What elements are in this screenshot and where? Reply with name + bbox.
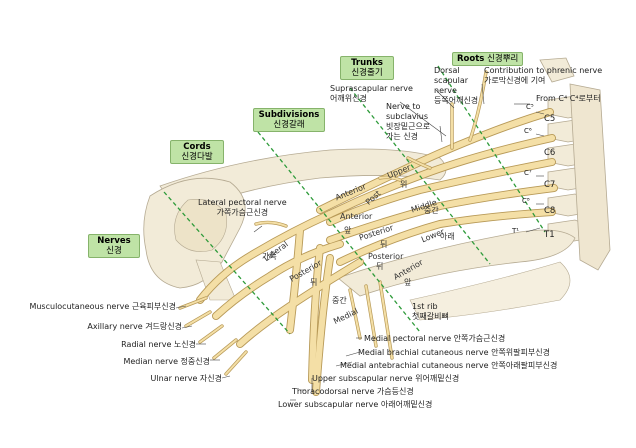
region-divider-lines (163, 65, 546, 335)
root-c6: C6 (544, 148, 556, 158)
nerve-label-musculocutaneous: Musculocutaneous nerve 근육피부신경 (29, 302, 176, 311)
anterior-division-lower-korean: 앞 (404, 278, 412, 287)
posterior-division-lower-label: Posterior (368, 252, 404, 261)
suprascapular-line2: 어깨위신경 (330, 94, 367, 103)
root-c8: C8 (544, 206, 556, 216)
middle-trunk-korean: 중간 (424, 206, 439, 215)
subclavius-label: Nerve to subclavius 빗장밑근으로 가는 신경 (386, 102, 430, 142)
nerve-label-median: Median nerve 정중신경 (123, 357, 210, 366)
dorsal-scapular-line4: 등쪽어깨신경 (434, 96, 479, 105)
cords-korean: 신경다발 (181, 152, 213, 162)
subdivisions-title: Subdivisions (258, 110, 320, 120)
dorsal-scapular-label: Dorsal scapular nerve 등쪽어깨신경 (434, 66, 478, 106)
roots-title: Roots (457, 54, 485, 64)
dorsal-scapular-line3: nerve (434, 86, 457, 95)
trunks-korean: 신경줄기 (351, 68, 383, 78)
suprascapular-label: Suprascapular nerve 어깨위신경 (330, 84, 413, 104)
nerves-title: Nerves (97, 236, 131, 246)
subdivisions-korean: 신경갈래 (273, 120, 305, 130)
from-c4-label: From C⁴ C⁴로부터 (536, 94, 601, 103)
medial-cord-korean: 중간 (332, 296, 347, 305)
nerve-label-thoracodorsal: Thoracodorsal nerve 가슴등신경 (292, 387, 414, 396)
phrenic-label: Contribution to phrenic nerve 가로막신경에 기여 (484, 66, 602, 86)
nerve-label-medial-pectoral: Medial pectoral nerve 안쪽가슴근신경 (364, 334, 506, 343)
root-t1: T1 (544, 230, 555, 240)
root-c5-small: C⁵ (526, 103, 534, 111)
vertebral-column (539, 57, 611, 271)
phrenic-line1: Contribution to phrenic nerve (484, 66, 603, 75)
lateral-pectoral-label: Lateral pectoral nerve 가쪽가슴근신경 (198, 198, 287, 218)
posterior-cord-korean: 뒤 (310, 278, 318, 287)
upper-trunk-korean: 위 (400, 180, 408, 189)
nerve-label-axillary: Axillary nerve 겨드랑신경 (87, 322, 182, 331)
roots-korean: 신경뿌리 (487, 54, 519, 64)
lateral-cord-korean: 가쪽 (262, 252, 277, 261)
first-rib-line1: 1st rib (412, 302, 438, 311)
dorsal-scapular-line2: scapular (434, 76, 469, 85)
dorsal-scapular-line1: Dorsal (434, 66, 460, 75)
suprascapular-line1: Suprascapular nerve (330, 84, 413, 93)
nerve-label-ulnar: Ulnar nerve 자신경 (150, 374, 222, 383)
nerve-label-lower-subscapular: Lower subscapular nerve 아래어깨밑신경 (278, 400, 433, 409)
lateral-pectoral-line2: 가쪽가슴근신경 (216, 208, 269, 217)
lateral-pectoral-line1: Lateral pectoral nerve (198, 198, 287, 207)
leader-lines (175, 83, 545, 401)
nerve-label-medial-antebrachial-cutaneous: Medial antebrachial cutaneous nerve 안쪽아래… (340, 361, 558, 370)
nerve-label-radial: Radial nerve 노신경 (121, 340, 196, 349)
lower-trunk-korean: 아래 (440, 232, 455, 241)
cords-title: Cords (183, 142, 211, 152)
nerves-korean: 신경 (106, 246, 122, 256)
first-rib-line2: 첫째갈비뼈 (412, 312, 449, 321)
root-t1-small: T¹ (512, 227, 520, 235)
nerve-label-upper-subscapular: Upper subscapular nerve 위어깨밑신경 (312, 374, 460, 383)
root-c6-small: C⁶ (524, 127, 532, 135)
trunks-title: Trunks (351, 58, 383, 68)
anterior-division-middle-korean: 앞 (344, 226, 352, 235)
subclavius-line1: Nerve to (386, 102, 421, 111)
root-c8-small: C⁸ (522, 197, 530, 205)
root-c7: C7 (544, 180, 556, 190)
phrenic-line2: 가로막신경에 기여 (484, 76, 546, 85)
anterior-division-middle-label: Anterior (340, 212, 373, 221)
first-rib-shape (337, 229, 576, 297)
subclavius-line3: 빗장밑근으로 (386, 122, 431, 131)
root-c7-small: C⁷ (524, 169, 532, 177)
nerve-label-medial-brachial-cutaneous: Medial brachial cutaneous nerve 안쪽위팔피부신경 (358, 348, 550, 357)
subclavius-line4: 가는 신경 (386, 132, 418, 141)
root-c5: C5 (544, 114, 556, 124)
posterior-division-middle-korean: 뒤 (380, 240, 388, 249)
posterior-division-lower-korean: 뒤 (376, 262, 384, 271)
roots-box: Roots 신경뿌리 (452, 52, 524, 66)
subclavius-line2: subclavius (386, 112, 429, 121)
first-rib-label: 1st rib 첫째갈비뼈 (412, 302, 449, 322)
